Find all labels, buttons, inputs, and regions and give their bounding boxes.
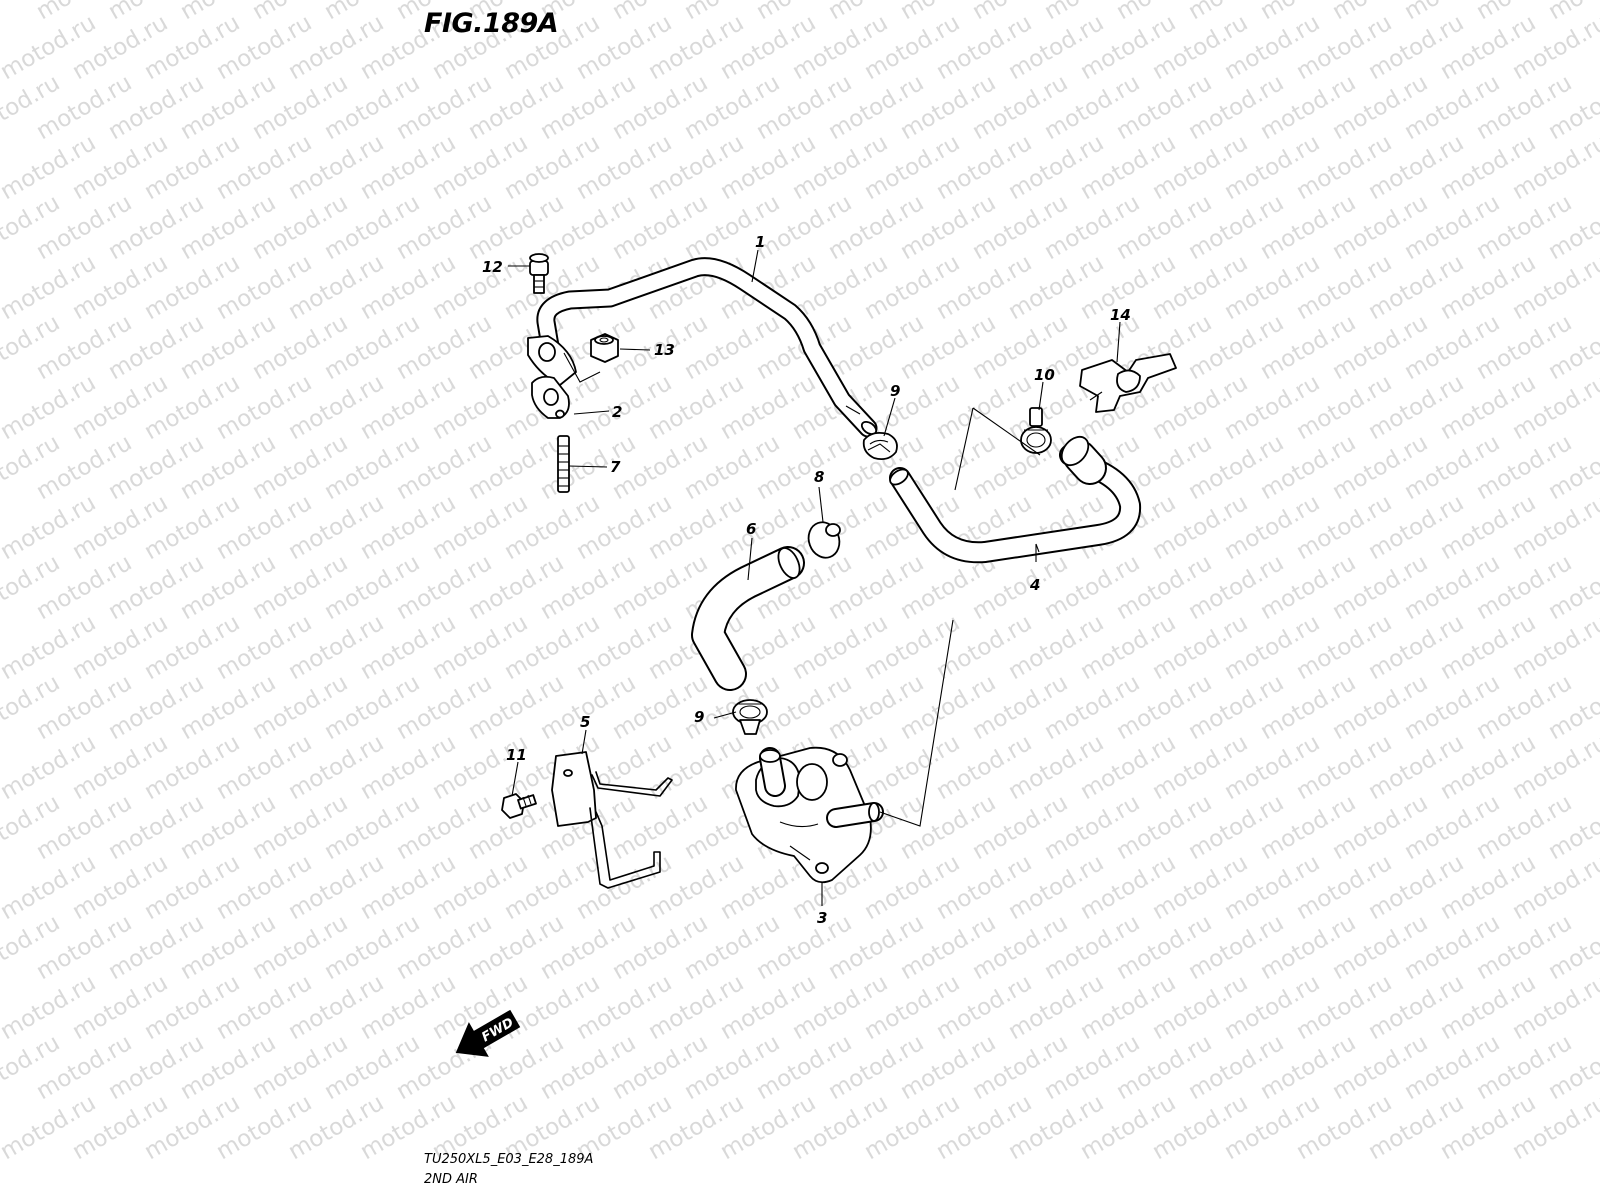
callout-7: 7 (610, 458, 621, 476)
part-13-nut[interactable] (590, 333, 619, 363)
callout-4: 4 (1029, 576, 1040, 594)
part-7-stud[interactable] (557, 435, 570, 493)
part-1-flange (527, 335, 577, 386)
callout-8: 8 (814, 468, 824, 486)
leader-lines (508, 249, 1121, 906)
part-8-o-ring[interactable] (804, 518, 845, 562)
part-9-clamp-lower[interactable] (732, 699, 768, 735)
part-12-bolt[interactable] (529, 253, 549, 294)
part-2-gasket[interactable] (531, 375, 570, 419)
reference-lines (563, 352, 1041, 827)
part-5-bracket[interactable] (551, 751, 673, 889)
part-14-clip[interactable] (1079, 353, 1177, 413)
part-11-bolt[interactable] (501, 793, 537, 819)
part-9-clamp-upper[interactable] (862, 431, 898, 461)
part-3-reed-valve[interactable] (735, 746, 884, 884)
callout-9-upper: 9 (890, 382, 900, 400)
watermark-pattern: motod.rumotod.rumotod.rumotod.rumotod.ru… (0, 0, 1600, 1165)
callout-6: 6 (746, 520, 756, 538)
section-name-caption: 2ND AIR (424, 1172, 478, 1187)
callout-12: 12 (482, 258, 503, 276)
part-1-air-pipe[interactable] (536, 257, 879, 438)
figure-title: FIG.189A (424, 8, 558, 39)
callout-10: 10 (1034, 366, 1055, 384)
callout-13: 13 (654, 341, 675, 359)
callout-9-lower: 9 (694, 708, 704, 726)
callout-1: 1 (755, 233, 765, 251)
part-6-elbow-hose[interactable] (691, 545, 805, 691)
callout-14: 14 (1110, 306, 1131, 324)
callout-11: 11 (506, 746, 527, 764)
part-4-hose[interactable] (887, 432, 1142, 564)
model-code-caption: TU250XL5_E03_E28_189A (424, 1152, 593, 1167)
callout-5: 5 (580, 713, 590, 731)
callout-2: 2 (612, 403, 622, 421)
callout-labels: 1 2 3 4 5 6 7 8 9 9 10 11 12 13 14 (482, 233, 1131, 927)
callout-3: 3 (817, 909, 827, 927)
